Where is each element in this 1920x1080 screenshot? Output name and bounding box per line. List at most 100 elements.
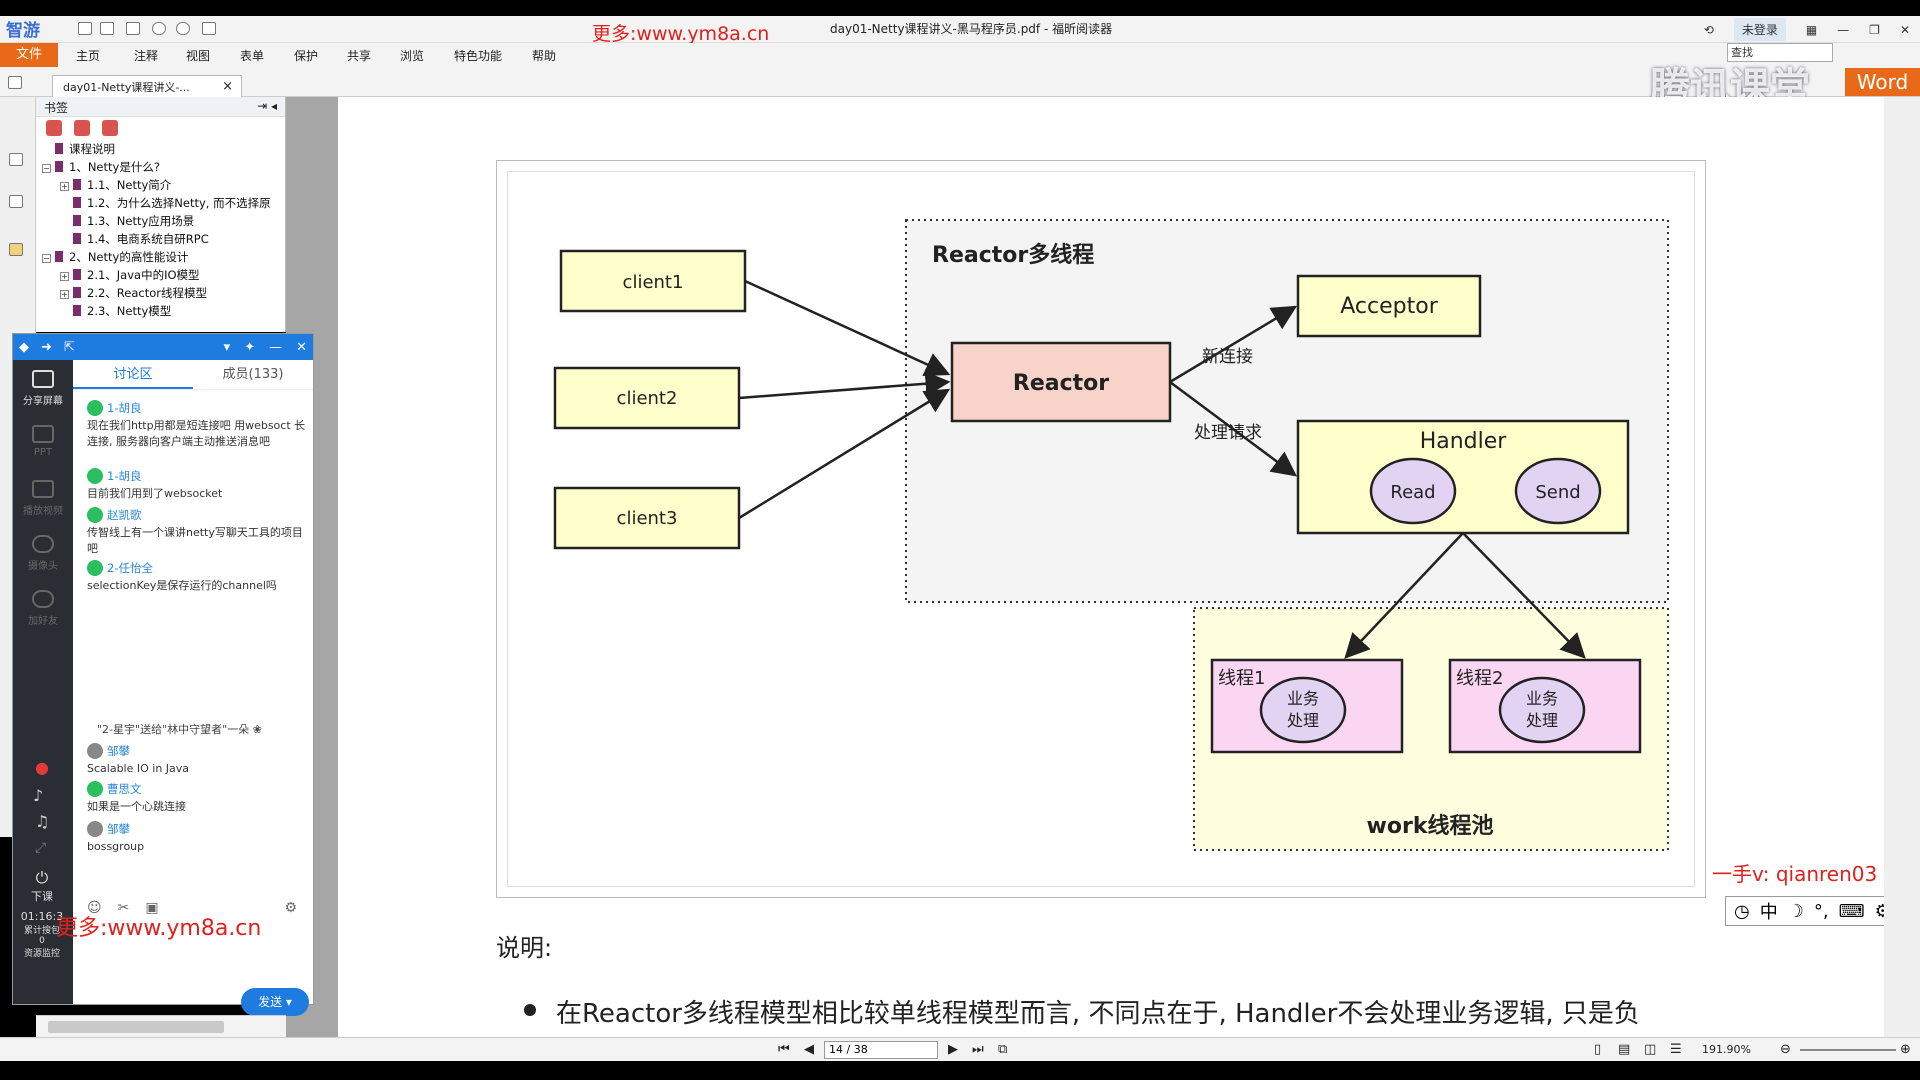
play-video-tool[interactable]: 播放视频 [13, 470, 73, 525]
menu-help[interactable]: 帮助 [532, 49, 557, 63]
chat-user[interactable]: 1-胡良 [87, 468, 307, 484]
bookmark-expand-icon[interactable] [74, 120, 90, 136]
bookmark-item[interactable]: +2.2、Reactor线程模型 [36, 285, 285, 303]
annotate-icon[interactable] [8, 76, 22, 89]
bookmark-item[interactable]: 1.4、电商系统自研RPC [36, 231, 285, 249]
tree-toggle-icon[interactable]: + [60, 182, 69, 191]
close-window-icon[interactable]: ✕ [1899, 22, 1910, 37]
scrollbar-thumb[interactable] [48, 1021, 224, 1033]
ime-logo-icon[interactable]: ◷ [1734, 900, 1750, 922]
scissors-icon[interactable]: ✂ [117, 900, 130, 916]
bookmark-item[interactable]: +1.1、Netty简介 [36, 177, 285, 195]
restore-icon[interactable]: ❐ [1869, 22, 1880, 37]
mic-icon[interactable]: ● [35, 758, 49, 777]
bookmark-item[interactable]: 课程说明 [36, 141, 285, 159]
new-doc-icon[interactable] [126, 22, 140, 35]
bookmark-item[interactable]: 2.3、Netty模型 [36, 303, 285, 321]
ime-punct-icon[interactable]: °, [1813, 900, 1829, 922]
promo-banner-top[interactable]: 更多:www.ym8a.cn [592, 23, 770, 45]
ime-moon-icon[interactable]: ☽ [1787, 900, 1804, 922]
popout-icon[interactable]: ⇱ [63, 339, 75, 355]
tab-close-icon[interactable]: × [222, 79, 233, 94]
last-page-icon[interactable]: ⏭ [972, 1042, 984, 1057]
ppt-tool[interactable]: PPT [13, 415, 73, 470]
image-icon[interactable]: ▣ [145, 900, 159, 916]
tree-toggle-icon[interactable]: − [42, 254, 51, 263]
page-number-input[interactable]: 14 / 38 [824, 1041, 938, 1059]
menu-protect[interactable]: 保护 [294, 49, 319, 63]
tree-toggle-icon[interactable]: + [60, 272, 69, 281]
save-icon[interactable] [100, 22, 114, 35]
menu-view[interactable]: 视图 [186, 49, 211, 63]
menu-file[interactable]: 文件 [0, 43, 58, 67]
facing-page-icon[interactable]: ☰ [1670, 1042, 1682, 1057]
search-input[interactable]: 查找 [1727, 43, 1833, 62]
send-button[interactable]: 发送 ▾ [241, 988, 309, 1016]
ime-mode-icon[interactable]: 中 [1759, 902, 1778, 923]
camera-tool[interactable]: 摄像头 [13, 525, 73, 580]
bookmark-item[interactable]: 1.2、为什么选择Netty, 而不选择原 [36, 195, 285, 213]
single-page-icon[interactable]: ▯ [1594, 1042, 1602, 1057]
bookmark-settings-icon[interactable] [102, 120, 118, 136]
pages-panel-icon[interactable] [9, 195, 23, 208]
zoom-out-icon[interactable]: ⊖ [1780, 1042, 1791, 1057]
prev-page-icon[interactable]: ◀ [804, 1042, 814, 1057]
hand-tool-icon[interactable] [202, 22, 216, 35]
panel-collapse-icon[interactable]: ⇥ ◂ [257, 99, 277, 113]
zoom-slider[interactable] [1800, 1049, 1896, 1051]
share-screen-tool[interactable]: 分享屏幕 [13, 360, 73, 415]
bookmark-item[interactable]: +2.1、Java中的IO模型 [36, 267, 285, 285]
promo-banner-left[interactable]: 更多:www.ym8a.cn [56, 916, 262, 941]
bookmark-item[interactable]: −2、Netty的高性能设计 [36, 249, 285, 267]
chat-user[interactable]: 2-任怡全 [87, 560, 307, 576]
undo-icon[interactable] [152, 22, 166, 35]
speaker-icon[interactable]: ♪ [33, 786, 44, 805]
end-class-icon[interactable]: ⏻ [35, 868, 49, 887]
bookmark-panel-icon[interactable] [9, 153, 23, 166]
forward-icon[interactable]: ➜ [41, 339, 52, 355]
two-page-icon[interactable]: ◫ [1644, 1042, 1657, 1057]
first-page-icon[interactable]: ⏮ [778, 1042, 790, 1057]
chat-user[interactable]: 邹攀 [87, 743, 307, 759]
chat-user[interactable]: 1-胡良 [87, 400, 307, 416]
ime-keyboard-icon[interactable]: ⌨ [1838, 900, 1865, 922]
tree-toggle-icon[interactable]: − [42, 164, 51, 173]
chat-minimize-icon[interactable]: — [269, 339, 283, 355]
end-class-label[interactable]: 下课 [31, 890, 53, 903]
next-page-icon[interactable]: ▶ [948, 1042, 958, 1057]
menu-home[interactable]: 主页 [76, 49, 101, 63]
redo-icon[interactable] [176, 22, 190, 35]
shield-icon[interactable]: ◆ [19, 339, 29, 355]
zoom-in-icon[interactable]: ⊕ [1900, 1042, 1911, 1057]
layout-icon[interactable]: ▦ [1805, 22, 1818, 37]
menu-share[interactable]: 共享 [347, 49, 372, 63]
menu-features[interactable]: 特色功能 [454, 49, 503, 63]
chat-user[interactable]: 赵凯歌 [87, 507, 307, 523]
minimize-icon[interactable]: — [1837, 22, 1850, 37]
add-friend-tool[interactable]: 加好友 [13, 580, 73, 635]
continuous-page-icon[interactable]: ▤ [1618, 1042, 1631, 1057]
menu-comment[interactable]: 注释 [134, 49, 159, 63]
tree-toggle-icon[interactable]: + [60, 290, 69, 299]
word-convert-tag[interactable]: Word [1845, 68, 1920, 96]
resource-monitor-label[interactable]: 资源监控 [23, 949, 60, 959]
comments-panel-icon[interactable] [9, 243, 23, 256]
tab-discussion[interactable]: 讨论区 [73, 360, 193, 389]
bookmark-add-icon[interactable] [46, 120, 62, 136]
horizontal-scrollbar[interactable] [36, 1015, 286, 1037]
fullscreen-icon[interactable]: ⤢ [35, 840, 47, 856]
print-icon[interactable] [78, 22, 92, 35]
zoom-level[interactable]: 191.90% [1702, 1043, 1751, 1056]
emoji-icon[interactable]: ☺ [87, 900, 102, 916]
dropdown-icon[interactable]: ▾ [223, 339, 231, 355]
document-tab[interactable]: day01-Netty课程讲义-... × [52, 75, 242, 97]
chat-settings-icon[interactable]: ⚙ [284, 900, 297, 916]
chat-user[interactable]: 曹思文 [87, 781, 307, 797]
pin-icon[interactable]: ✦ [244, 339, 256, 355]
login-button[interactable]: 未登录 [1733, 18, 1786, 41]
music-icon[interactable]: ♫ [35, 812, 50, 831]
menu-browse[interactable]: 浏览 [400, 49, 425, 63]
bookmark-item[interactable]: −1、Netty是什么? [36, 159, 285, 177]
skin-icon[interactable]: ⟲ [1703, 22, 1714, 37]
chat-user[interactable]: 邹攀 [87, 821, 307, 837]
